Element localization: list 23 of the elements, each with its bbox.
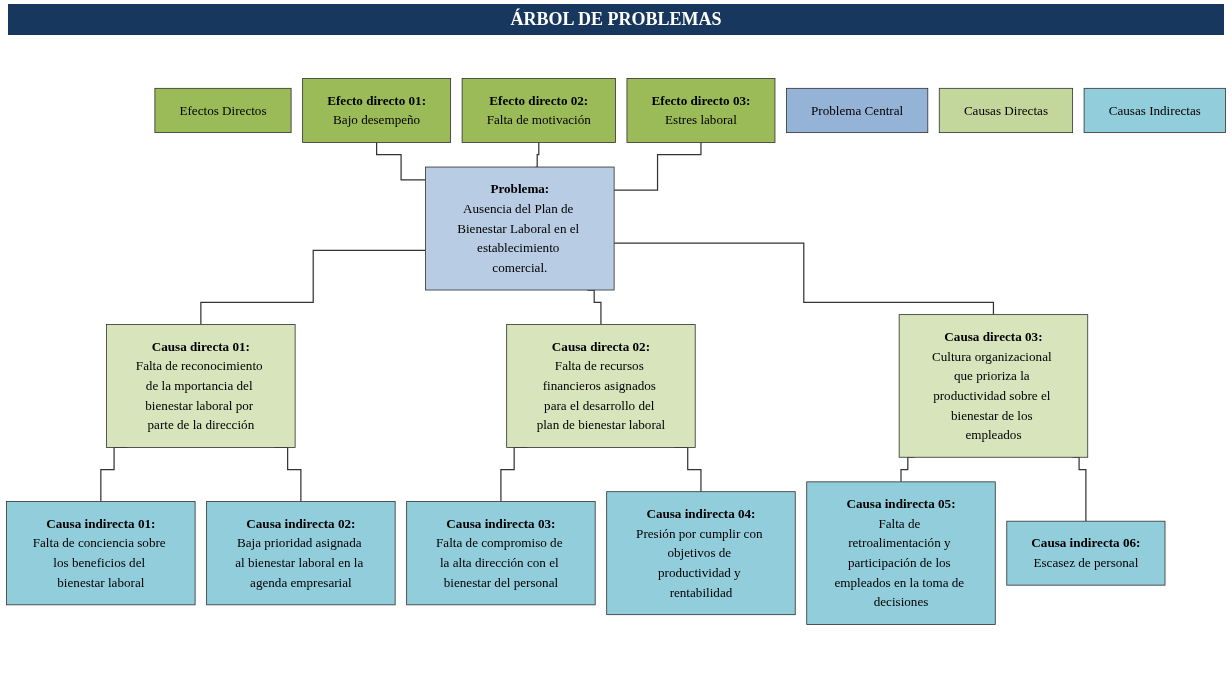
connector (535, 141, 540, 168)
node-box: Causa indirecta 02: Baja prioridad asignada al bienestar laboral en la agenda empresarial (206, 501, 396, 606)
node-box: Causa directa 03: Cultura organizacional que prioriza la productividad sobre el bienestar de los empleados (898, 314, 1089, 458)
node-box: Causa directa 02: Falta de recursos financieros asignados para el desarrollo del plan de bienestar laboral (506, 324, 696, 448)
title-banner: ÁRBOL DE PROBLEMAS (8, 4, 1224, 35)
connector (200, 249, 427, 326)
node-box: Problema Central (786, 87, 929, 133)
node-box: Causas Indirectas (1083, 87, 1226, 133)
node-box: Causa indirecta 04: Presión por cumplir con objetivos de productividad y rentabilidad (606, 491, 796, 616)
connector (613, 141, 702, 191)
connector (613, 242, 995, 316)
node-box: Causa indirecta 06: Escasez de personal (1006, 520, 1166, 586)
node-box: Efecto directo 03: Estres laboral (626, 78, 776, 143)
node-box: Causa directa 01: Falta de reconocimiento de la mportancia del bienestar laboral por parte de la dirección (106, 324, 296, 448)
node-box: Efectos Directos (154, 87, 292, 133)
node-box: Efecto directo 01: Bajo desempeño (302, 78, 452, 143)
node-box: Causas Directas (938, 87, 1074, 133)
node-box: Efecto directo 02: Falta de motivación (461, 78, 616, 143)
node-box: Causa indirecta 01: Falta de conciencia sobre los beneficios del bienestar laboral (6, 501, 196, 606)
node-box: Causa indirecta 05: Falta de retroalimentación y participación de los empleados en la toma de decisiones (806, 481, 996, 625)
node-box: Problema: Ausencia del Plan de Bienestar Laboral en el establecimiento comercial. (425, 166, 615, 291)
connector (376, 141, 427, 181)
node-box: Causa indirecta 03: Falta de compromiso de la alta dirección con el bienestar del personal (406, 501, 596, 606)
